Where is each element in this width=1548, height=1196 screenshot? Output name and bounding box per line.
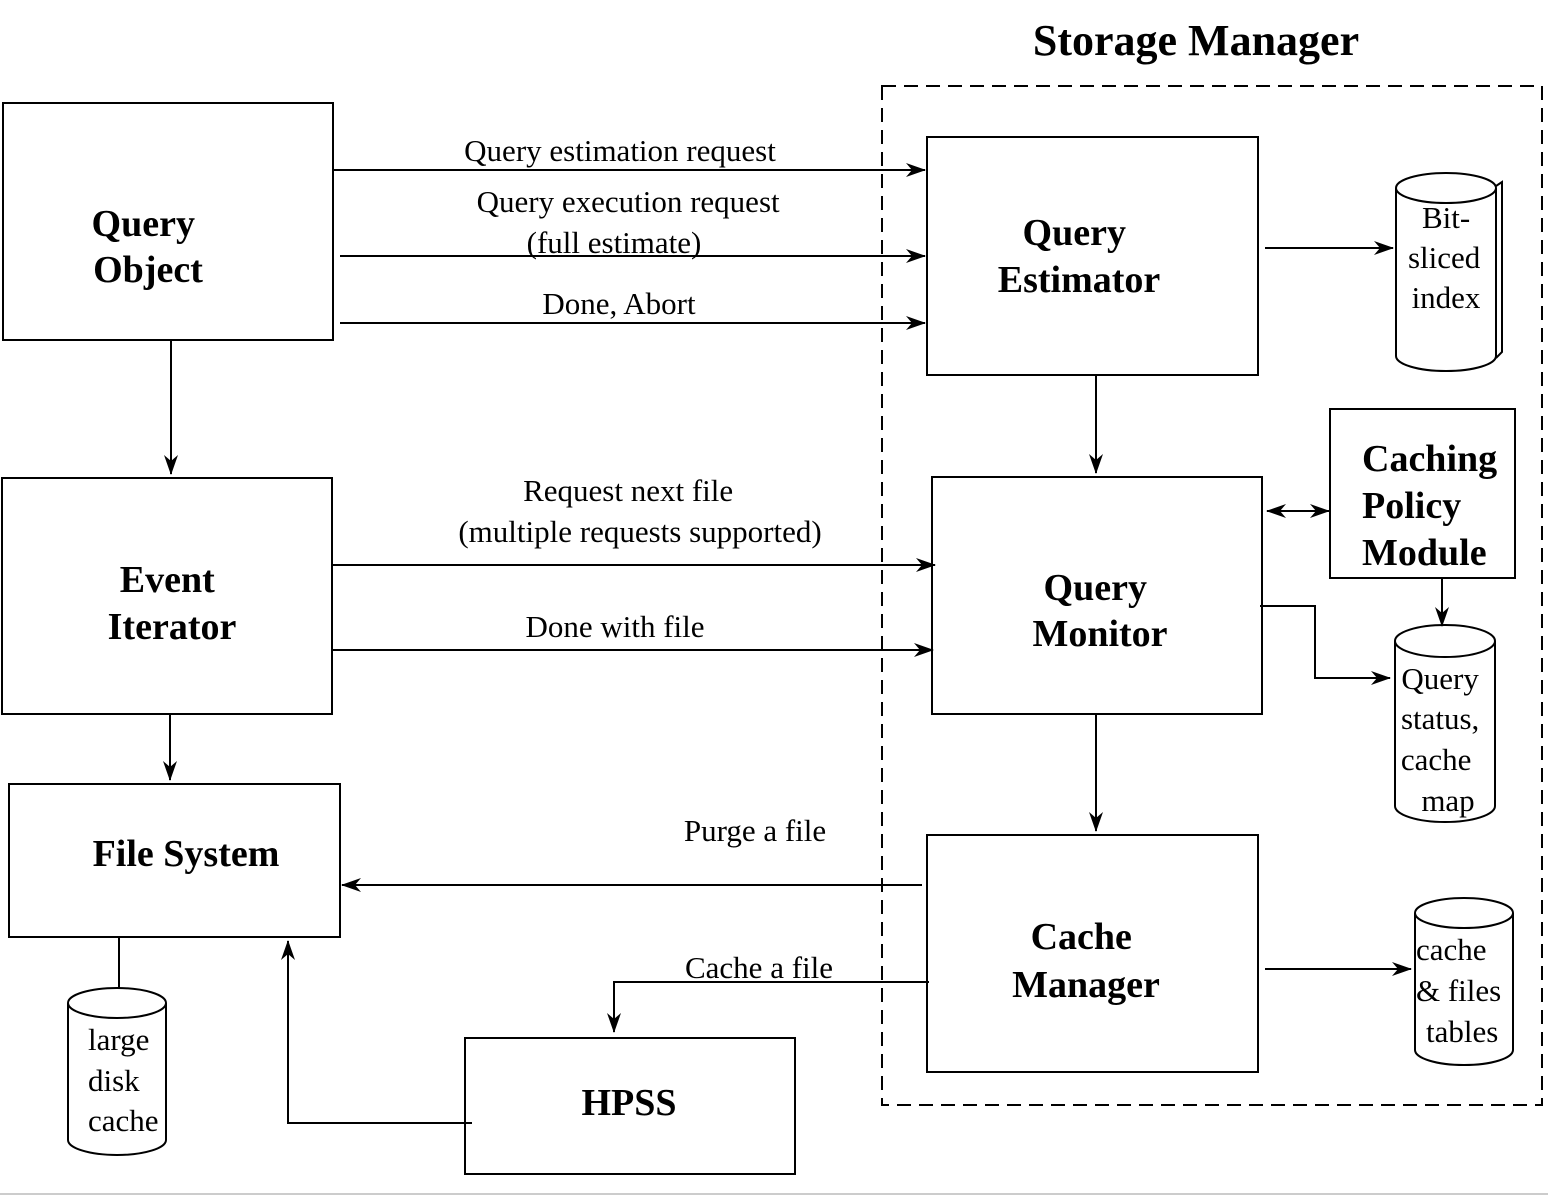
cache-manager-box: Cache Manager <box>926 834 1259 1073</box>
large-disk-cache-database: large disk cache <box>67 987 167 1156</box>
query-estimation-request-label: Query estimation request <box>464 133 776 168</box>
cache-a-file-arrow <box>607 981 929 1033</box>
query-monitor-to-query-status-arrow <box>1260 605 1391 685</box>
hpss-to-file-system-arrow <box>281 940 472 1124</box>
hpss-box: HPSS <box>464 1037 796 1175</box>
bit-sliced-index-database: Bit- sliced index <box>1395 172 1503 372</box>
cache-manager-label: Cache Manager <box>1012 916 1160 1006</box>
query-status-cache-map-label: Query status, cache map <box>1401 661 1487 818</box>
request-next-file-label: Request next file (multiple requests sup… <box>458 473 821 549</box>
file-system-box: File System <box>8 783 341 938</box>
query-object-label: Query Object <box>92 203 205 291</box>
caching-policy-module-box: Caching Policy Module <box>1329 408 1516 579</box>
done-abort-label: Done, Abort <box>542 286 696 321</box>
query-monitor-box: Query Monitor <box>931 476 1263 715</box>
hpss-label: HPSS <box>581 1082 676 1124</box>
done-with-file-label: Done with file <box>525 609 704 644</box>
query-monitor-label: Query Monitor <box>1032 567 1167 655</box>
query-estimator-box: Query Estimator <box>926 136 1259 376</box>
storage-manager-boundary <box>881 85 1543 1106</box>
file-system-label: File System <box>93 833 280 875</box>
storage-manager-title: Storage Manager <box>1033 16 1359 65</box>
caching-policy-module-label: Caching Policy Module <box>1362 438 1507 574</box>
event-iterator-label: Event Iterator <box>108 559 237 648</box>
bit-sliced-index-label: Bit- sliced index <box>1408 200 1488 315</box>
query-estimator-label: Query Estimator <box>998 212 1161 301</box>
cache-files-tables-label: cache & files tables <box>1416 932 1509 1049</box>
cache-files-tables-database: cache & files tables <box>1414 897 1514 1066</box>
purge-a-file-label: Purge a file <box>684 813 826 848</box>
cache-a-file-label: Cache a file <box>685 950 833 985</box>
event-iterator-box: Event Iterator <box>1 477 333 715</box>
large-disk-cache-label: large disk cache <box>88 1022 159 1138</box>
query-execution-request-label: Query execution request (full estimate) <box>477 184 788 260</box>
query-status-cache-map-database: Query status, cache map <box>1394 624 1496 823</box>
query-object-box: Query Object <box>2 102 334 341</box>
